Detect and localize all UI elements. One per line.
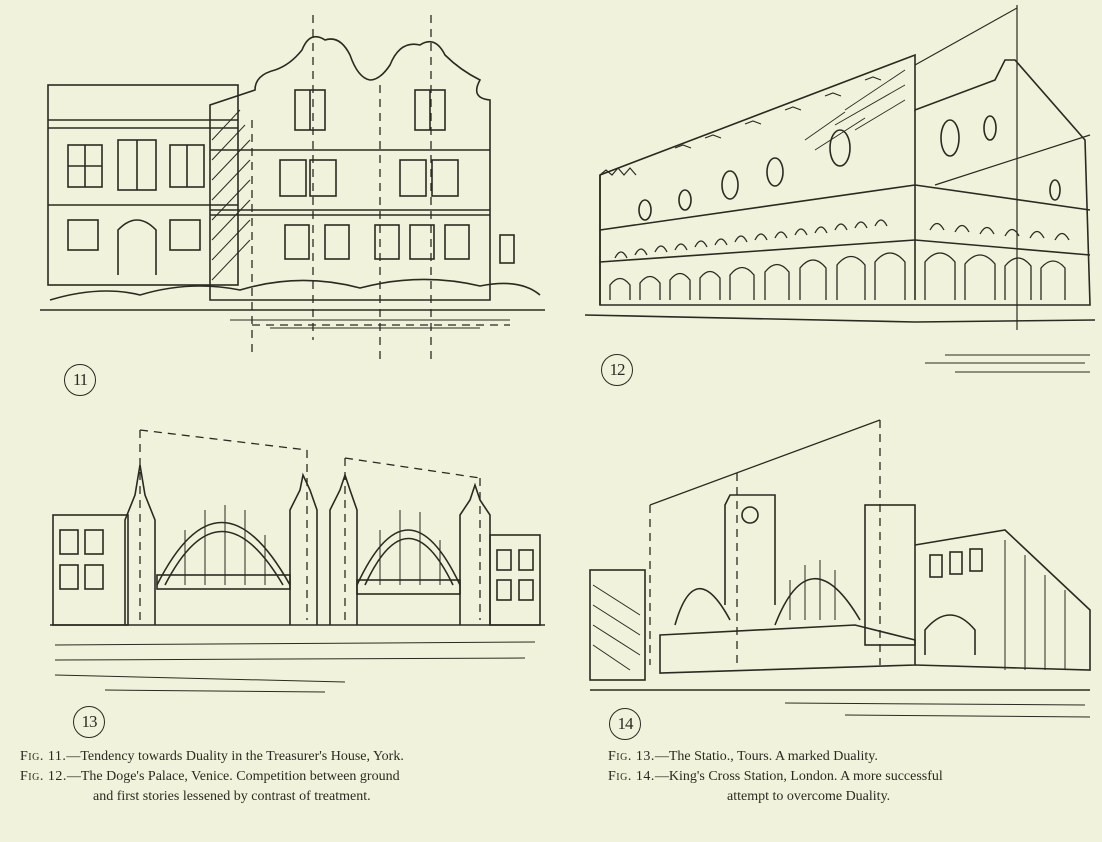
figure-13-number: 13 (73, 706, 105, 738)
caption-text: —The Statio., Tours. A marked Duality. (654, 749, 878, 764)
caption-fig-12: Fig. 12.—The Doge's Palace, Venice. Comp… (20, 768, 400, 785)
figure-13-illustration: 13 (45, 420, 555, 738)
caption-text: and first stories lessened by contrast o… (93, 789, 371, 804)
caption-fig-14-cont: attempt to overcome Duality. (727, 788, 890, 805)
caption-label: Fig. 11. (20, 749, 67, 764)
kings-cross-drawing (589, 419, 1091, 718)
caption-fig-12-cont: and first stories lessened by contrast o… (93, 788, 371, 805)
caption-label: Fig. 14. (608, 769, 655, 784)
caption-fig-11: Fig. 11.—Tendency towards Duality in the… (20, 748, 404, 765)
caption-label: Fig. 13. (608, 749, 655, 764)
caption-text: —The Doge's Palace, Venice. Competition … (66, 769, 400, 784)
caption-fig-14: Fig. 14.—King's Cross Station, London. A… (608, 768, 943, 785)
station-tours-drawing (50, 429, 545, 693)
caption-label: Fig. 12. (20, 769, 67, 784)
figure-12-number: 12 (601, 354, 633, 386)
doges-palace-drawing (585, 5, 1096, 373)
caption-fig-13: Fig. 13.—The Statio., Tours. A marked Du… (608, 748, 878, 765)
caption-text: —Tendency towards Duality in the Treasur… (66, 749, 404, 764)
caption-text: —King's Cross Station, London. A more su… (654, 769, 943, 784)
treasurers-house-drawing (40, 15, 545, 360)
figure-11-illustration: 11 (40, 10, 550, 396)
figure-12-illustration: 12 (585, 0, 1097, 386)
figure-14-number: 14 (609, 708, 641, 740)
figure-14-illustration: 14 (585, 405, 1097, 740)
caption-text: attempt to overcome Duality. (727, 789, 891, 804)
figure-11-number: 11 (64, 364, 96, 396)
